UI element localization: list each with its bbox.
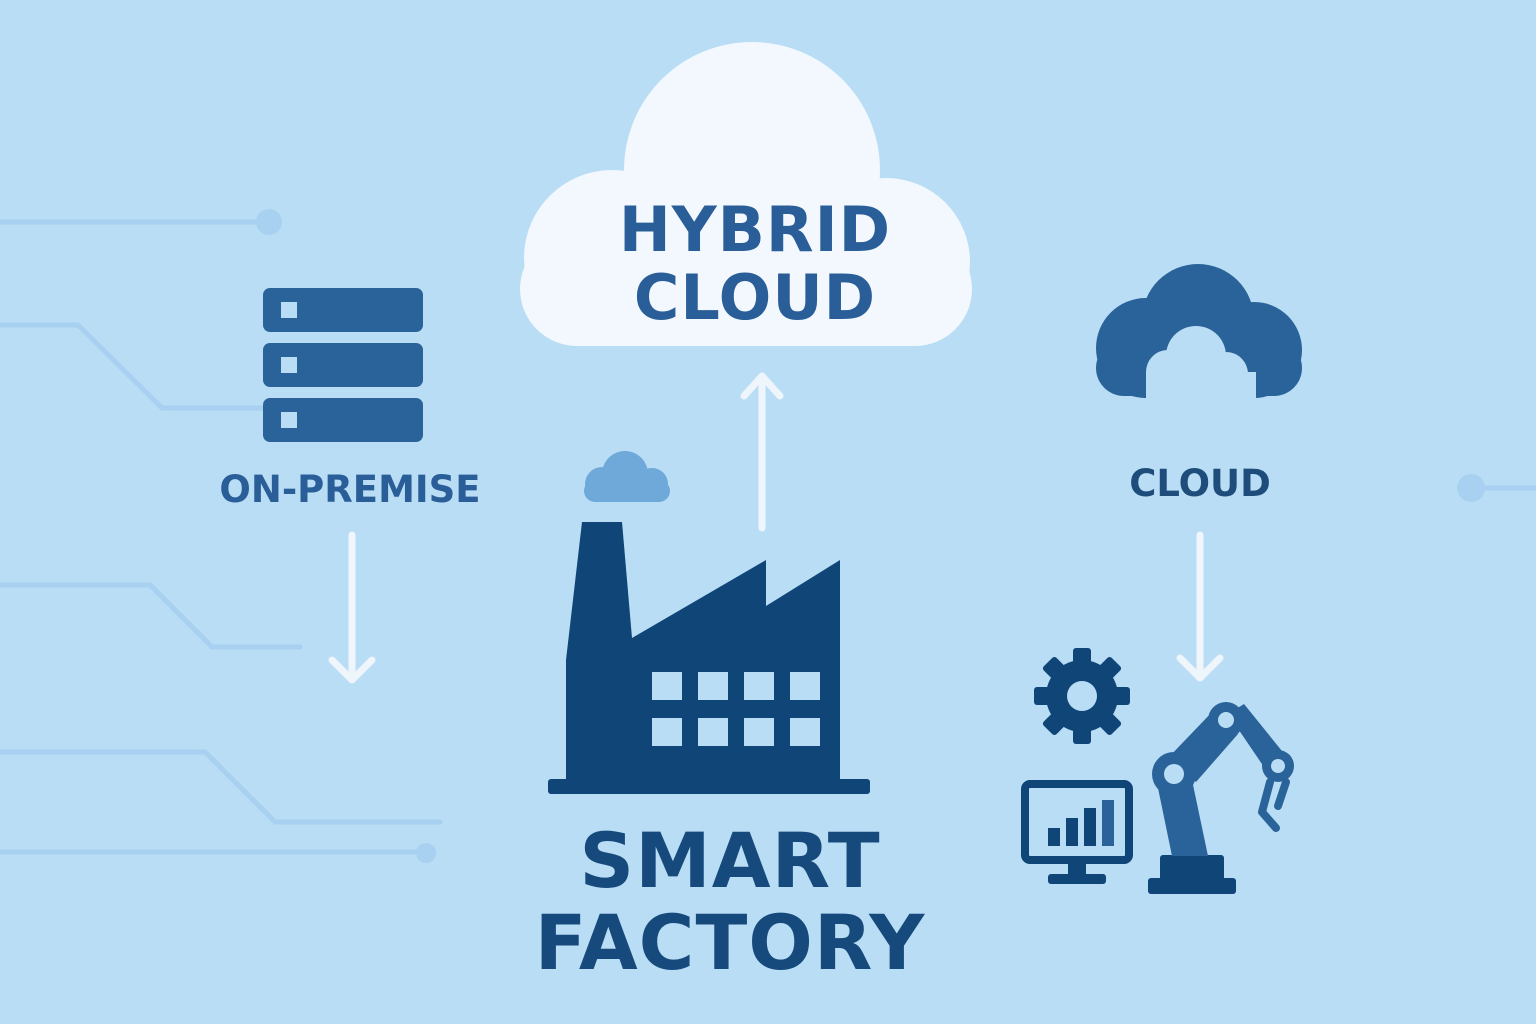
factory-windows	[652, 672, 820, 746]
cloud-label: CLOUD	[1129, 462, 1271, 505]
monitor-chart-icon	[1021, 780, 1133, 884]
smart-factory-title: SMART FACTORY	[520, 820, 940, 984]
cloud-icon	[1096, 264, 1302, 398]
circuit-traces	[0, 219, 1536, 855]
small-cloud-icon	[584, 451, 670, 502]
smart-factory-line1: SMART	[579, 816, 881, 905]
hybrid-cloud-shape	[520, 42, 972, 346]
on-premise-label: ON-PREMISE	[219, 468, 481, 511]
hybrid-cloud-line2: CLOUD	[633, 261, 877, 334]
arrow-on-premise-down	[328, 531, 376, 684]
circuit-nodes	[256, 209, 1485, 863]
arrow-factory-to-hybrid-cloud	[740, 372, 784, 532]
arrow-cloud-down	[1176, 531, 1224, 682]
robot-arm-icon	[1148, 702, 1294, 894]
hybrid-cloud-title: HYBRID CLOUD	[520, 196, 990, 332]
gear-icon	[1034, 648, 1130, 744]
server-stack-icon	[263, 288, 423, 442]
factory-icon	[548, 522, 870, 794]
hybrid-cloud-line1: HYBRID	[618, 193, 892, 266]
smart-factory-line2: FACTORY	[534, 898, 926, 987]
